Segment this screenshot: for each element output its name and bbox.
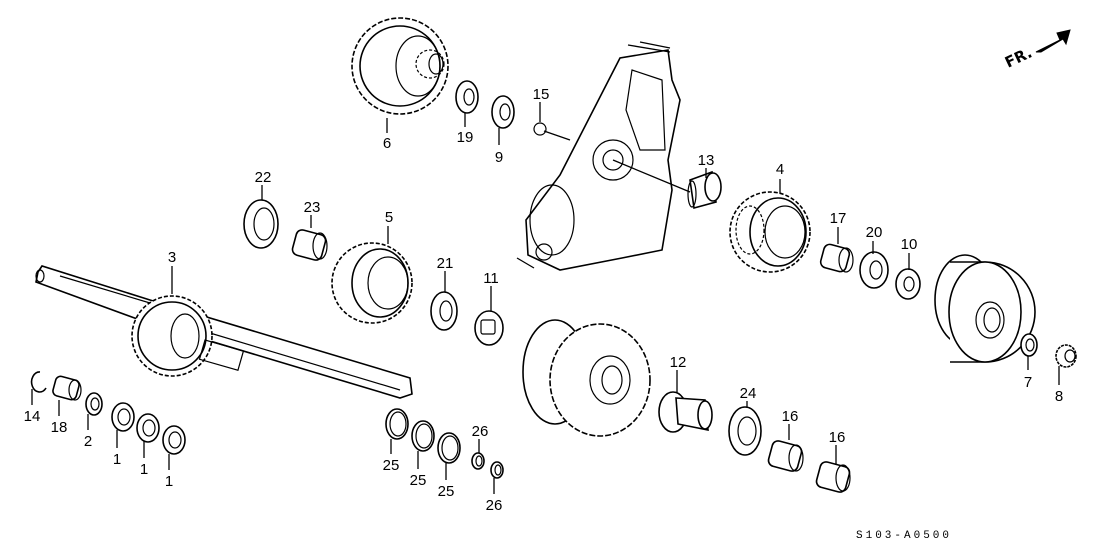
thrust-washer-25b-part [411, 420, 435, 452]
callout-16a[interactable]: 16 [782, 408, 799, 425]
gear-4-part [729, 191, 811, 273]
callout-25c[interactable]: 25 [438, 483, 455, 500]
front-arrow-icon [1035, 29, 1071, 53]
washer-26a-part [471, 452, 485, 470]
callout-2[interactable]: 2 [84, 433, 92, 450]
transmission-housing-part [516, 41, 691, 271]
needle-bearing-18-part [52, 375, 82, 401]
collar-12-part [658, 391, 713, 433]
clutch-drum-right-part [934, 254, 1036, 363]
callout-16b[interactable]: 16 [829, 429, 846, 446]
lock-nut-8-part [1055, 344, 1077, 368]
front-label: FR. [1002, 44, 1035, 72]
gear-6-part [351, 17, 449, 115]
callout-12[interactable]: 12 [670, 354, 687, 371]
callout-20[interactable]: 20 [866, 224, 883, 241]
countershaft-part [35, 265, 413, 399]
callout-25b[interactable]: 25 [410, 472, 427, 489]
callout-17[interactable]: 17 [830, 210, 847, 227]
washer-7-part [1020, 333, 1038, 357]
callout-1a[interactable]: 1 [113, 451, 121, 468]
thrust-bearing-21-part [430, 291, 458, 331]
callout-10[interactable]: 10 [901, 236, 918, 253]
washer-9-part [491, 95, 515, 129]
washer-26b-part [490, 461, 504, 479]
callout-11[interactable]: 11 [483, 270, 499, 287]
thrust-washer-1a-part [111, 402, 135, 432]
callout-18[interactable]: 18 [51, 419, 68, 436]
callout-26a[interactable]: 26 [472, 423, 489, 440]
callout-1b[interactable]: 1 [140, 461, 148, 478]
thrust-washer-25a-part [385, 408, 409, 440]
callout-4[interactable]: 4 [776, 161, 784, 178]
gear-5-part [331, 242, 413, 324]
o-ring-15-part [533, 122, 571, 141]
thrust-bearing-24-part [728, 406, 762, 456]
thrust-bearing-20-part [859, 251, 889, 289]
callout-23[interactable]: 23 [304, 199, 321, 216]
callout-9[interactable]: 9 [495, 149, 503, 166]
needle-bearing-16a-part [767, 440, 804, 472]
needle-bearing-23-part [291, 229, 328, 261]
thrust-washer-1c-part [162, 425, 186, 455]
callout-1c[interactable]: 1 [165, 473, 173, 490]
washer-10-part [895, 268, 921, 300]
callout-3[interactable]: 3 [168, 249, 176, 266]
leader-lines [31, 102, 1060, 494]
callout-25a[interactable]: 25 [383, 457, 400, 474]
thrust-washer-25c-part [437, 432, 461, 464]
callout-5[interactable]: 5 [385, 209, 393, 226]
collar-13-part [687, 170, 722, 210]
callout-6[interactable]: 6 [383, 135, 391, 152]
snap-ring-14-part [30, 371, 47, 393]
callout-22[interactable]: 22 [255, 169, 272, 186]
needle-bearing-17-part [819, 243, 854, 273]
clutch-drum-center-part [522, 319, 651, 437]
callout-14[interactable]: 14 [24, 408, 41, 425]
front-direction-indicator: FR. [1002, 29, 1071, 72]
callout-13[interactable]: 13 [698, 152, 715, 169]
callout-15[interactable]: 15 [533, 86, 550, 103]
callout-26b[interactable]: 26 [486, 497, 503, 514]
cotter-11-part [474, 310, 504, 346]
needle-bearing-16b-part [815, 461, 851, 493]
bearing-19-part [455, 80, 479, 114]
washer-2-part [85, 392, 103, 416]
callout-7[interactable]: 7 [1024, 374, 1032, 391]
thrust-bearing-22-part [243, 199, 279, 249]
callout-21[interactable]: 21 [437, 255, 454, 272]
callout-labels: 3 6 19 9 15 13 4 17 20 10 22 23 5 21 11 … [24, 86, 1064, 514]
thrust-washer-1b-part [136, 413, 160, 443]
callout-24[interactable]: 24 [740, 385, 757, 402]
diagram-code: S103-A0500 [856, 530, 952, 542]
callout-8[interactable]: 8 [1055, 388, 1063, 405]
callout-19[interactable]: 19 [457, 129, 474, 146]
